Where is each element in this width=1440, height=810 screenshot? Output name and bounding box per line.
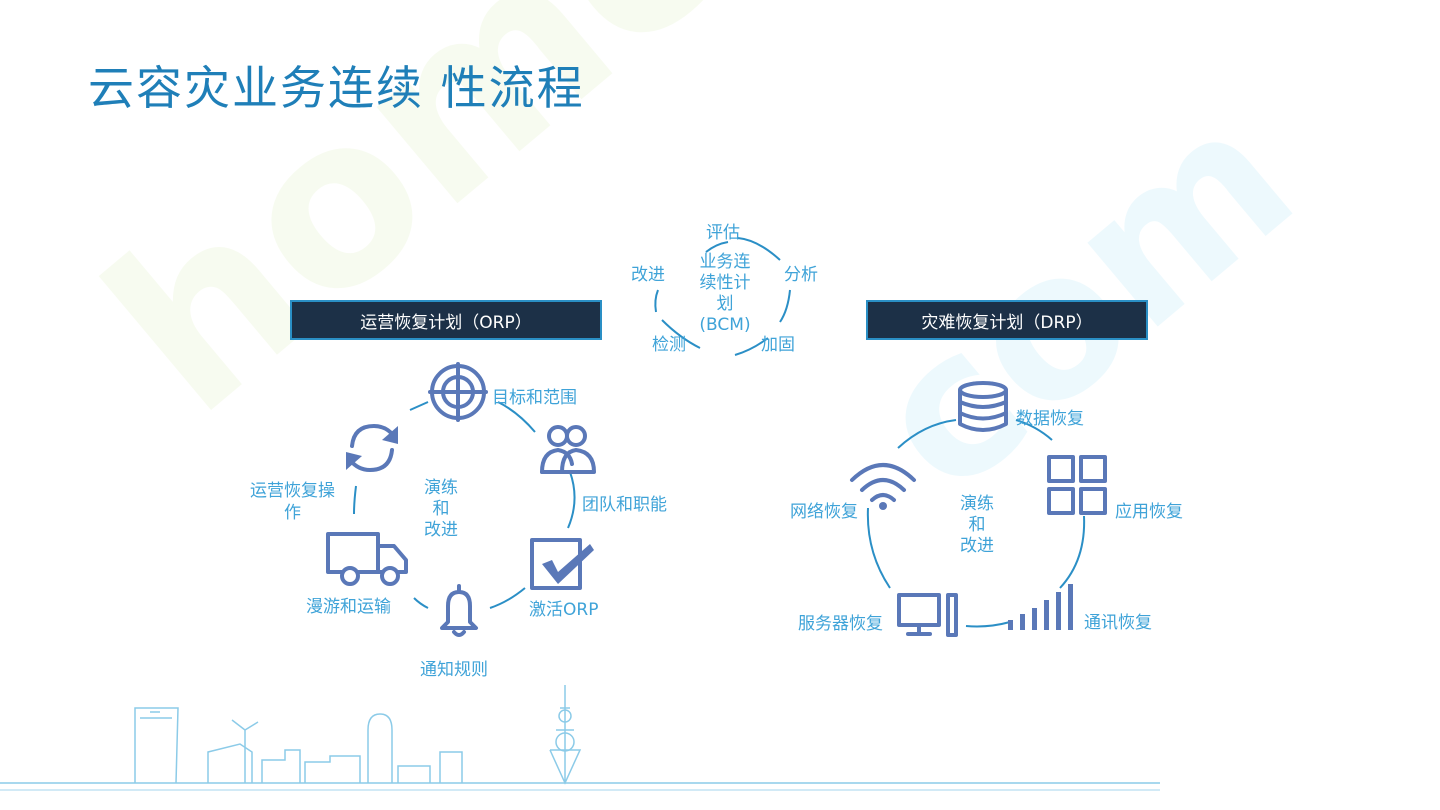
bcm-center-line: 续性计 — [699, 273, 751, 293]
bcm-center-label: 业务连 续性计 划 (BCM) — [690, 252, 760, 336]
drp-center-label: 演练 和 改进 — [948, 494, 1006, 557]
orp-transport-label: 漫游和运输 — [306, 597, 391, 617]
drp-comm-label: 通讯恢复 — [1084, 613, 1152, 633]
bcm-step-detect: 检测 — [652, 335, 686, 355]
orp-center-line: 演练 — [424, 478, 458, 498]
drp-ring — [866, 419, 1086, 628]
drp-center-line: 改进 — [960, 536, 994, 556]
skyline-decoration — [0, 685, 1160, 791]
bcm-center-line: 业务连 — [699, 252, 751, 272]
orp-center-line: 和 — [432, 499, 450, 519]
orp-goal-label: 目标和范围 — [492, 388, 577, 408]
database-icon — [958, 381, 1008, 432]
computer-icon — [897, 593, 958, 637]
bcm-step-improve: 改进 — [631, 265, 665, 285]
bcm-center-line: 划 — [716, 294, 734, 314]
truck-icon — [326, 532, 408, 586]
target-icon — [428, 362, 488, 422]
orp-activate-label: 激活ORP — [529, 600, 599, 620]
orp-ops-label: 运营恢复操 作 — [250, 480, 335, 524]
team-icon — [540, 425, 596, 474]
page-title: 云容灾业务连续 性流程 — [88, 61, 585, 115]
orp-ops-line: 作 — [284, 503, 301, 523]
drp-center-line: 和 — [968, 515, 986, 535]
apps-grid-icon — [1047, 455, 1107, 515]
orp-notify-label: 通知规则 — [420, 660, 488, 680]
drp-app-label: 应用恢复 — [1115, 502, 1183, 522]
signal-bars-icon — [1008, 584, 1073, 630]
refresh-icon — [346, 424, 398, 472]
bell-icon — [440, 584, 478, 637]
orp-ring — [353, 401, 576, 609]
drp-data-label: 数据恢复 — [1016, 409, 1084, 429]
bcm-step-analyze: 分析 — [784, 265, 818, 285]
drp-network-label: 网络恢复 — [790, 502, 858, 522]
orp-team-label: 团队和职能 — [582, 495, 667, 515]
drp-banner: 灾难恢复计划（DRP） — [866, 300, 1148, 340]
bcm-step-harden: 加固 — [761, 335, 795, 355]
bcm-step-assess: 评估 — [706, 223, 740, 243]
orp-banner: 运营恢复计划（ORP） — [290, 300, 602, 340]
orp-center-label: 演练 和 改进 — [412, 478, 470, 541]
drp-center-line: 演练 — [960, 494, 994, 514]
drp-server-label: 服务器恢复 — [798, 614, 883, 634]
checkbox-icon — [530, 538, 594, 590]
bcm-ring — [654, 237, 791, 356]
bcm-center-line: (BCM) — [699, 315, 751, 335]
orp-ops-line: 运营恢复操 — [250, 481, 335, 501]
wifi-icon — [850, 463, 916, 510]
orp-center-line: 改进 — [424, 520, 458, 540]
